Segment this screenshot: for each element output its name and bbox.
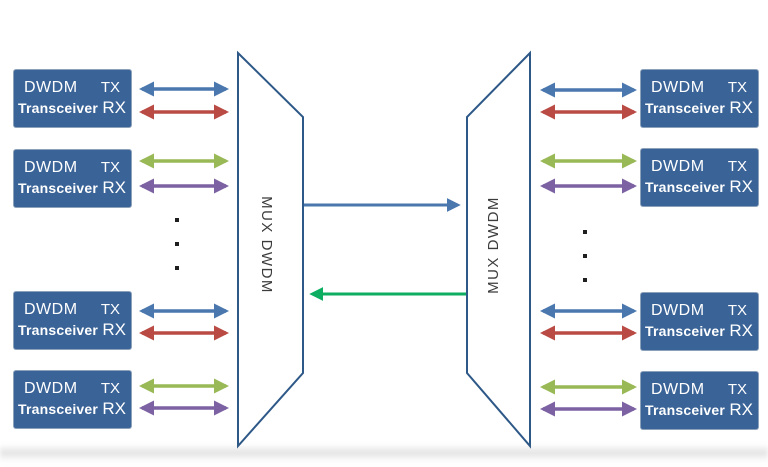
transceiver-row-rx: Transceiver RX [641,98,758,118]
transceiver-label: Transceiver [645,401,726,418]
transceiver-row-tx: DWDM TX [641,302,758,320]
ellipsis-dot [175,242,179,246]
transceiver-row-tx: DWDM TX [14,380,131,398]
transceiver-row-rx: Transceiver RX [641,177,758,197]
transceiver-row-rx: Transceiver RX [14,178,131,198]
transceiver-row-tx: DWDM TX [641,158,758,176]
vertical-ellipsis-right [583,230,588,302]
transceiver-name: DWDM [24,158,78,176]
transceiver-box-right-3: DWDM TX Transceiver RX [641,293,758,350]
ellipsis-dot [583,230,587,234]
transceiver-box-left-4: DWDM TX Transceiver RX [14,371,131,428]
transceiver-row-tx: DWDM TX [14,79,131,97]
transceiver-box-right-4: DWDM TX Transceiver RX [641,372,758,429]
rx-port-label: RX [102,97,126,117]
tx-port-label: TX [100,300,120,318]
transceiver-row-rx: Transceiver RX [14,98,131,118]
transceiver-row-tx: DWDM TX [641,79,758,97]
transceiver-name: DWDM [651,78,705,96]
rx-port-label: RX [102,319,126,339]
tx-port-label: TX [100,78,120,96]
ellipsis-dot [175,266,179,270]
tx-port-label: TX [727,78,747,96]
transceiver-box-right-2: DWDM TX Transceiver RX [641,149,758,206]
transceiver-row-tx: DWDM TX [14,159,131,177]
tx-port-label: TX [727,157,747,175]
mux-right-label: MUX DWDM [485,196,502,294]
transceiver-box-left-2: DWDM TX Transceiver RX [14,150,131,207]
ellipsis-dot [175,218,179,222]
transceiver-name: DWDM [651,157,705,175]
transceiver-label: Transceiver [645,322,726,339]
ellipsis-dot [583,254,587,258]
tx-port-label: TX [100,158,120,176]
tx-port-label: TX [727,301,747,319]
transceiver-name: DWDM [24,300,78,318]
rx-port-label: RX [102,177,126,197]
transceiver-label: Transceiver [18,400,99,417]
rx-port-label: RX [729,320,753,340]
tx-port-label: TX [727,380,747,398]
transceiver-row-rx: Transceiver RX [14,399,131,419]
transceiver-box-left-3: DWDM TX Transceiver RX [14,292,131,349]
transceiver-label: Transceiver [645,178,726,195]
transceiver-box-right-1: DWDM TX Transceiver RX [641,70,758,127]
transceiver-name: DWDM [651,380,705,398]
ellipsis-dot [583,278,587,282]
rx-port-label: RX [729,399,753,419]
transceiver-label: Transceiver [645,99,726,116]
transceiver-label: Transceiver [18,179,99,196]
rx-port-label: RX [729,176,753,196]
transceiver-row-rx: Transceiver RX [14,320,131,340]
transceiver-label: Transceiver [18,99,99,116]
transceiver-row-rx: Transceiver RX [641,321,758,341]
transceiver-row-tx: DWDM TX [641,381,758,399]
tx-port-label: TX [100,379,120,397]
rx-port-label: RX [729,97,753,117]
mux-left-shape [237,50,304,449]
transceiver-name: DWDM [24,78,78,96]
transceiver-box-left-1: DWDM TX Transceiver RX [14,70,131,127]
mux-left-label: MUX DWDM [258,196,275,294]
transceiver-row-rx: Transceiver RX [641,400,758,420]
rx-port-label: RX [102,398,126,418]
transceiver-row-tx: DWDM TX [14,301,131,319]
transceiver-name: DWDM [651,301,705,319]
transceiver-label: Transceiver [18,321,99,338]
mux-right-shape [466,50,531,449]
transceiver-name: DWDM [24,379,78,397]
vertical-ellipsis-left [175,218,180,290]
